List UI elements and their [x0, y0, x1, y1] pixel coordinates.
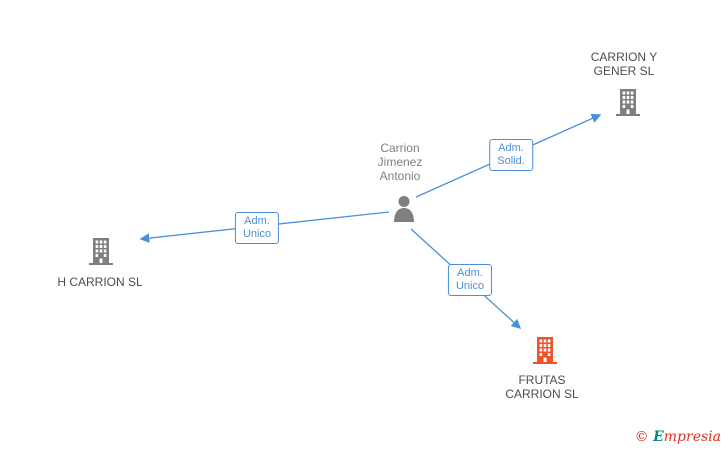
edge-label-line: Adm. [498, 142, 524, 154]
edge-label-line: Unico [455, 280, 485, 292]
company-label-line: H CARRION SL [57, 275, 143, 289]
brand-initial: E [653, 429, 664, 445]
person-icon [394, 196, 414, 222]
company-label-frutas-carrion: FRUTAS CARRION SL [505, 373, 578, 401]
brand-text: mpresia [663, 429, 721, 445]
edge-label-line: Solid. [497, 155, 525, 167]
person-node[interactable] [393, 196, 415, 222]
building-icon [533, 337, 557, 364]
person-name-label: Carrion Jimenez Antonio [378, 141, 423, 183]
company-label-line: FRUTAS [518, 373, 566, 387]
building-icon [616, 89, 640, 116]
edge-label-line: Adm. [457, 267, 483, 279]
copyright-icon: © [634, 429, 649, 445]
company-label-h-carrion: H CARRION SL [57, 275, 142, 289]
person-name-line: Antonio [379, 169, 421, 183]
edge-label-line: Unico [242, 228, 272, 240]
company-node-frutas-carrion[interactable] [533, 337, 557, 364]
company-label-line: CARRION SL [505, 387, 579, 401]
edge-label-adm-solid: Adm. Solid. [489, 139, 533, 171]
person-name-line: Carrion [380, 141, 420, 155]
company-label-line: CARRION Y [590, 50, 658, 64]
edge-label-adm-unico-bottom: Adm. Unico [447, 264, 493, 296]
company-node-carrion-y-gener[interactable] [616, 89, 640, 116]
person-name-line: Jimenez [377, 155, 423, 169]
edge-label-adm-unico-left: Adm. Unico [234, 212, 280, 244]
company-label-line: GENER SL [593, 64, 655, 78]
company-label-carrion-y-gener: CARRION Y GENER SL [591, 50, 657, 78]
company-node-h-carrion[interactable] [89, 238, 113, 265]
building-icon [89, 238, 113, 265]
edge-label-line: Adm. [244, 215, 270, 227]
empresia-watermark[interactable]: © Empresia [635, 429, 721, 445]
